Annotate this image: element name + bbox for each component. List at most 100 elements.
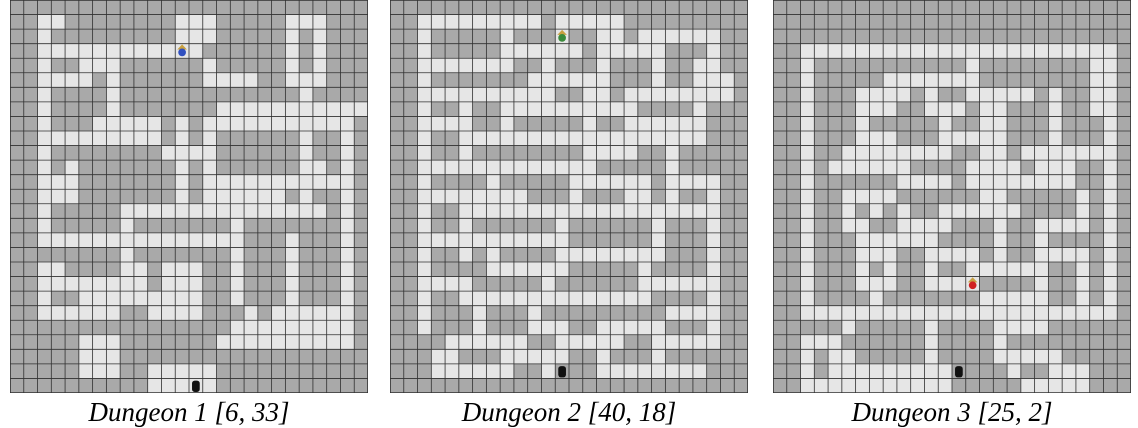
floor-tile bbox=[1103, 102, 1117, 117]
floor-tile bbox=[966, 262, 980, 277]
floor-tile bbox=[541, 277, 555, 292]
floor-tile bbox=[1035, 378, 1049, 393]
floor-tile bbox=[1007, 160, 1021, 175]
door-icon bbox=[192, 381, 200, 392]
floor-tile bbox=[583, 160, 597, 175]
floor-tile bbox=[418, 131, 432, 146]
floor-tile bbox=[203, 131, 217, 146]
floor-tile bbox=[652, 29, 666, 44]
floor-tile bbox=[299, 146, 313, 161]
floor-tile bbox=[528, 44, 542, 59]
floor-tile bbox=[1090, 306, 1104, 321]
floor-tile bbox=[230, 116, 244, 131]
floor-tile bbox=[313, 204, 327, 219]
floor-tile bbox=[883, 378, 897, 393]
floor-tile bbox=[583, 291, 597, 306]
floor-tile bbox=[340, 218, 354, 233]
floor-tile bbox=[707, 320, 721, 335]
floor-tile bbox=[514, 291, 528, 306]
floor-tile bbox=[528, 73, 542, 88]
floor-tile bbox=[938, 73, 952, 88]
floor-tile bbox=[106, 116, 120, 131]
floor-tile bbox=[244, 204, 258, 219]
floor-tile bbox=[528, 131, 542, 146]
floor-tile bbox=[431, 116, 445, 131]
floor-tile bbox=[980, 175, 994, 190]
floor-tile bbox=[1062, 44, 1076, 59]
floor-tile bbox=[161, 44, 175, 59]
floor-tile bbox=[679, 364, 693, 379]
floor-tile bbox=[665, 146, 679, 161]
floor-tile bbox=[638, 277, 652, 292]
floor-tile bbox=[1035, 233, 1049, 248]
floor-tile bbox=[38, 262, 52, 277]
floor-tile bbox=[569, 131, 583, 146]
floor-tile bbox=[418, 189, 432, 204]
floor-tile bbox=[801, 291, 815, 306]
floor-tile bbox=[38, 131, 52, 146]
floor-tile bbox=[583, 102, 597, 117]
floor-tile bbox=[272, 189, 286, 204]
floor-tile bbox=[148, 364, 162, 379]
floor-tile bbox=[38, 29, 52, 44]
floor-tile bbox=[1021, 320, 1035, 335]
floor-tile bbox=[952, 247, 966, 262]
floor-tile bbox=[340, 335, 354, 350]
floor-tile bbox=[528, 306, 542, 321]
floor-tile bbox=[148, 291, 162, 306]
floor-tile bbox=[79, 131, 93, 146]
floor-tile bbox=[541, 291, 555, 306]
floor-tile bbox=[1048, 87, 1062, 102]
floor-tile bbox=[801, 349, 815, 364]
floor-tile bbox=[707, 58, 721, 73]
floor-tile bbox=[980, 291, 994, 306]
floor-tile bbox=[459, 131, 473, 146]
floor-tile bbox=[486, 87, 500, 102]
floor-tile bbox=[285, 247, 299, 262]
floor-tile bbox=[93, 44, 107, 59]
floor-tile bbox=[555, 160, 569, 175]
floor-tile bbox=[856, 364, 870, 379]
floor-tile bbox=[340, 175, 354, 190]
floor-tile bbox=[842, 218, 856, 233]
floor-tile bbox=[1048, 364, 1062, 379]
floor-tile bbox=[652, 277, 666, 292]
floor-tile bbox=[340, 277, 354, 292]
floor-tile bbox=[528, 204, 542, 219]
floor-tile bbox=[610, 320, 624, 335]
floor-tile bbox=[1103, 262, 1117, 277]
floor-tile bbox=[299, 160, 313, 175]
floor-tile bbox=[693, 277, 707, 292]
floor-tile bbox=[652, 131, 666, 146]
floor-tile bbox=[38, 44, 52, 59]
floor-tile bbox=[459, 233, 473, 248]
floor-tile bbox=[638, 320, 652, 335]
floor-tile bbox=[665, 364, 679, 379]
floor-tile bbox=[418, 262, 432, 277]
floor-tile bbox=[924, 320, 938, 335]
floor-tile bbox=[500, 364, 514, 379]
floor-tile bbox=[924, 175, 938, 190]
floor-tile bbox=[161, 262, 175, 277]
floor-tile bbox=[486, 131, 500, 146]
floor-tile bbox=[869, 87, 883, 102]
floor-tile bbox=[555, 349, 569, 364]
floor-tile bbox=[801, 233, 815, 248]
dungeon-caption-2: Dungeon 2 [40, 18] bbox=[384, 397, 754, 427]
floor-tile bbox=[514, 349, 528, 364]
floor-tile bbox=[652, 349, 666, 364]
floor-tile bbox=[924, 73, 938, 88]
floor-tile bbox=[707, 247, 721, 262]
floor-tile bbox=[285, 58, 299, 73]
floor-tile bbox=[272, 306, 286, 321]
floor-tile bbox=[418, 247, 432, 262]
floor-tile bbox=[431, 189, 445, 204]
floor-tile bbox=[431, 364, 445, 379]
floor-tile bbox=[93, 58, 107, 73]
floor-tile bbox=[1007, 262, 1021, 277]
floor-tile bbox=[1076, 306, 1090, 321]
floor-tile bbox=[856, 233, 870, 248]
floor-tile bbox=[924, 378, 938, 393]
floor-tile bbox=[856, 218, 870, 233]
floor-tile bbox=[175, 160, 189, 175]
